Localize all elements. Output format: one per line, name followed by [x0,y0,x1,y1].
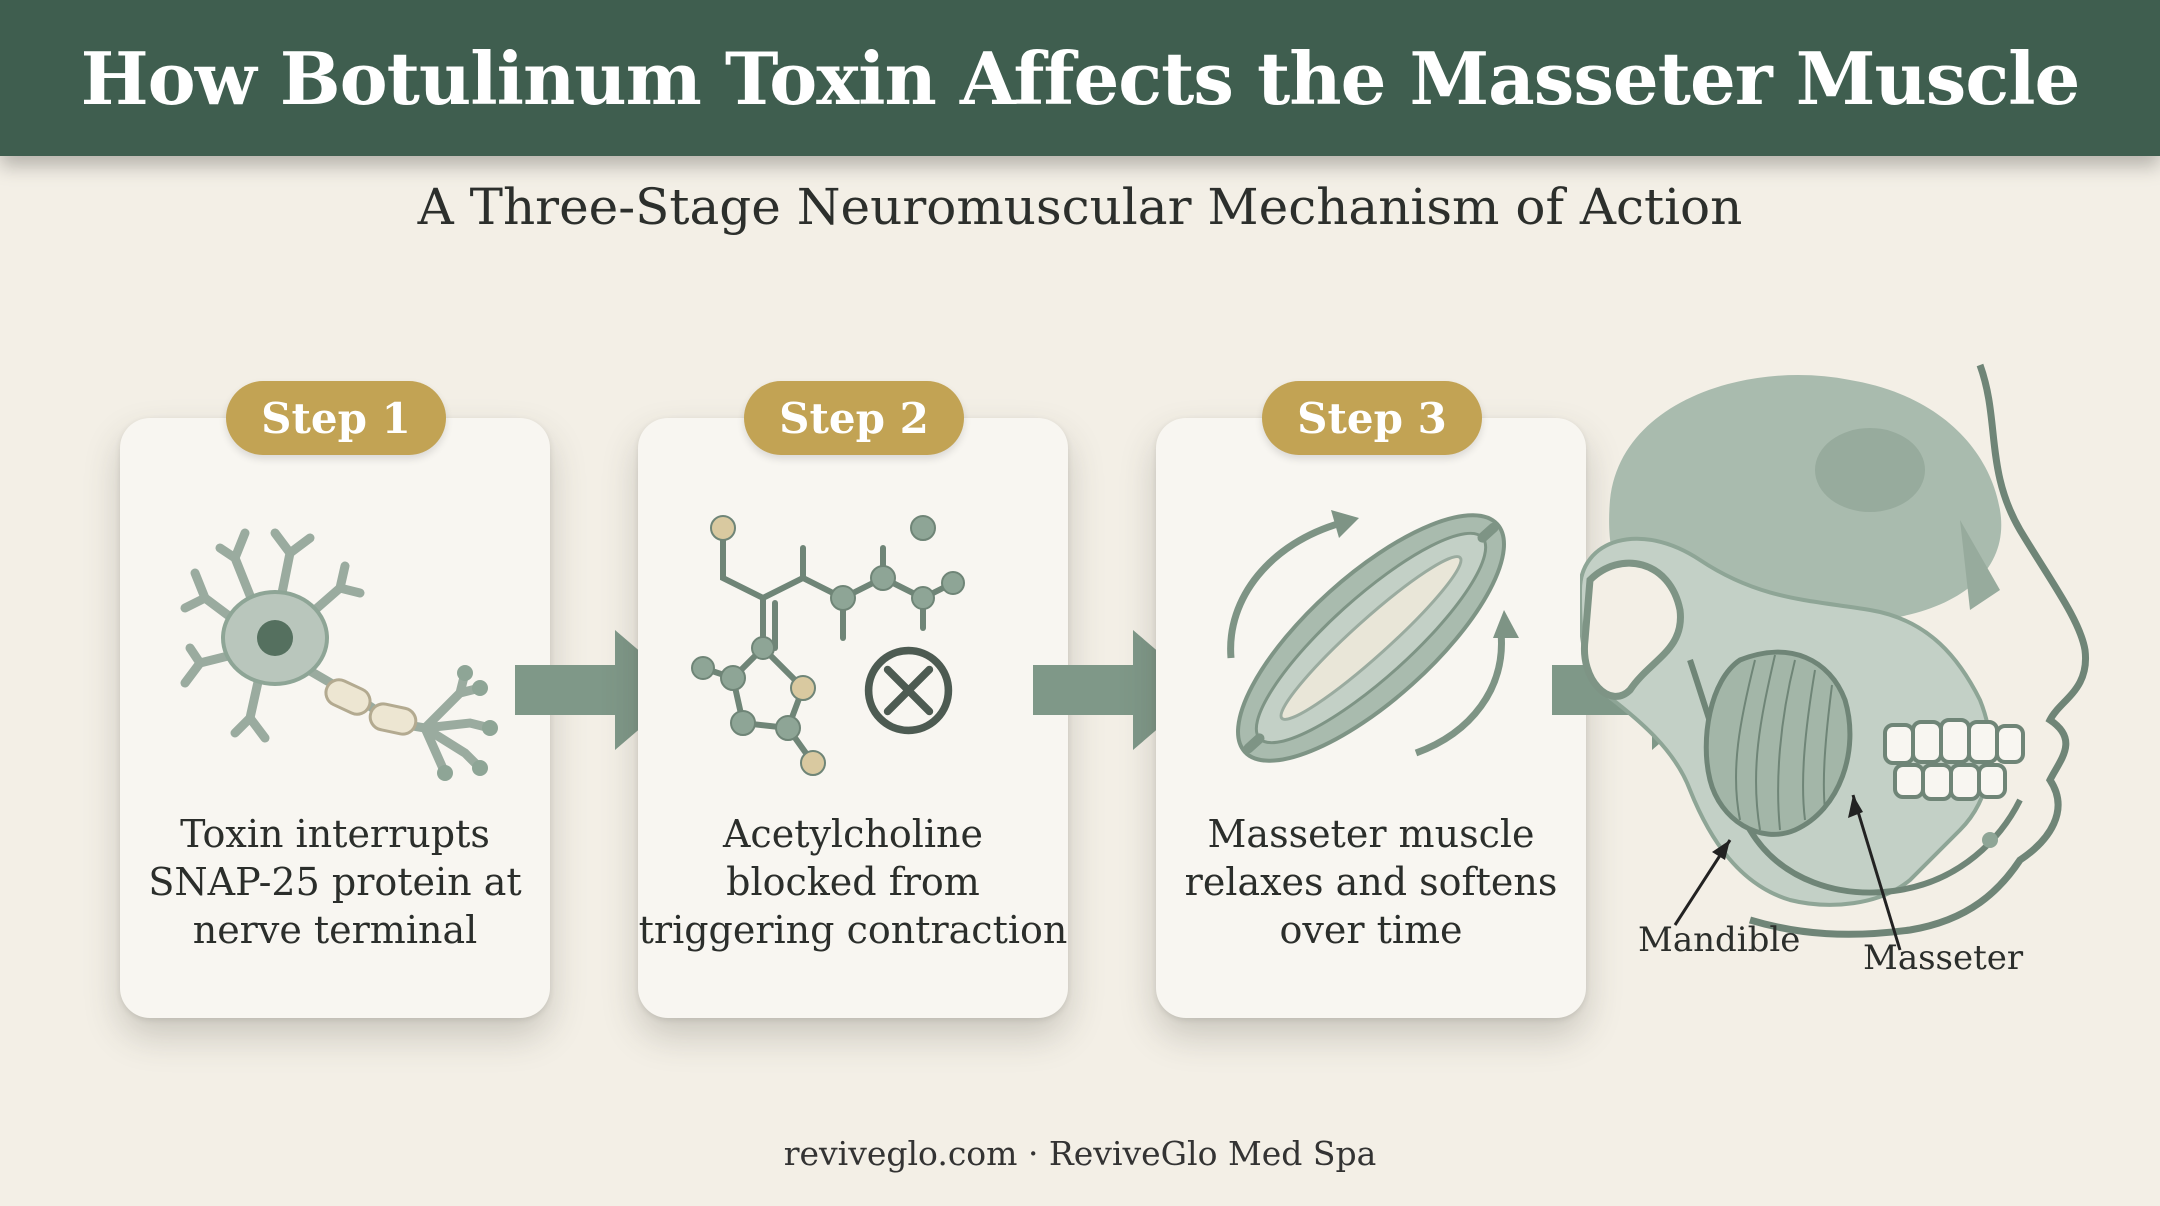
neuron-icon [180,528,498,781]
step-badge-3: Step 3 [1262,381,1482,455]
muscle-icon [1227,510,1519,763]
step-description-3: Masseter muscle relaxes and softens over… [1184,812,1558,952]
step-card-1: Toxin interrupts SNAP-25 protein at nerv… [120,418,550,1018]
step-badge-2: Step 2 [744,381,964,455]
step-card-2: Acetylcholine blocked from triggering co… [638,418,1068,1018]
masseter-label: Masseter [1863,938,2024,978]
blocked-icon [864,646,953,735]
footer-credit: reviveglo.com · ReviveGlo Med Spa [783,1134,1377,1173]
page-title: How Botulinum Toxin Affects the Masseter… [80,35,2081,121]
header-bar: How Botulinum Toxin Affects the Masseter… [0,0,2160,156]
step-description-1: Toxin interrupts SNAP-25 protein at nerv… [148,812,522,952]
skull-illustration [1580,363,2090,951]
step-description-2: Acetylcholine blocked from triggering co… [638,812,1068,952]
page-subtitle: A Three-Stage Neuromuscular Mechanism of… [417,178,1743,236]
step-badge-1: Step 1 [226,381,446,455]
molecule-icon [691,515,965,776]
mandible-label: Mandible [1638,920,1801,960]
step-card-3: Masseter muscle relaxes and softens over… [1156,418,1586,1018]
